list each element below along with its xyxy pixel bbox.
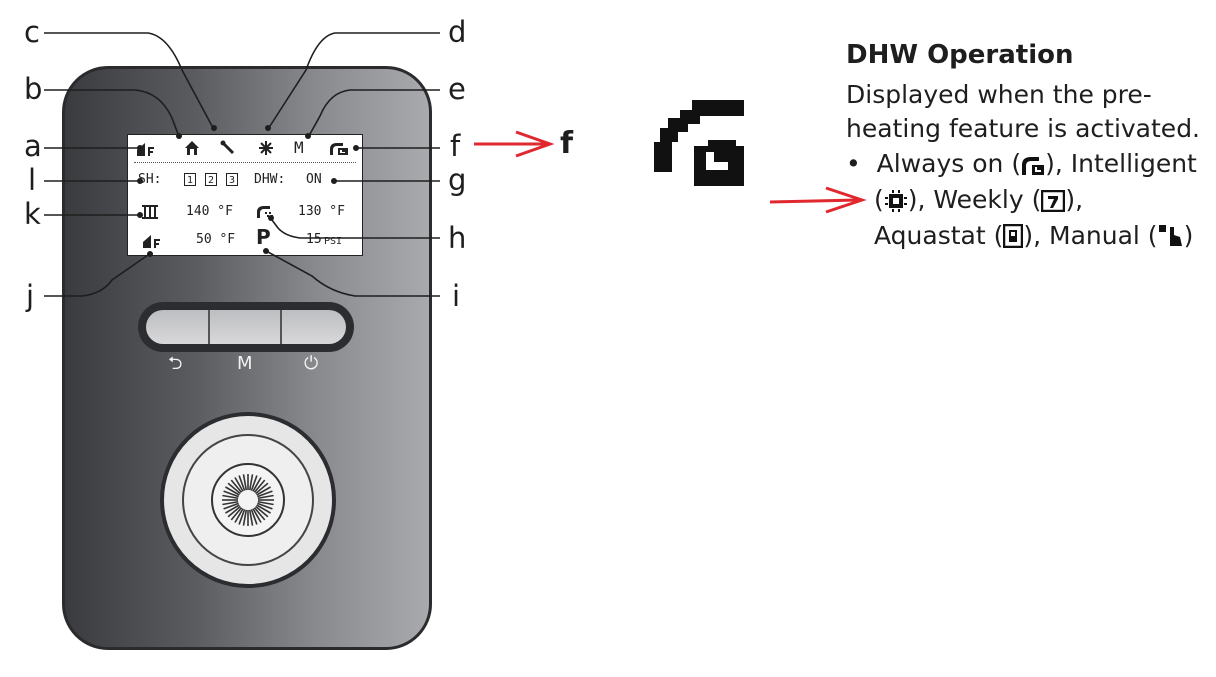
mode-intelligent-label: ), Intelligent — [1045, 149, 1197, 178]
pointer-label-f: f — [560, 126, 574, 161]
lcd-separator — [134, 162, 356, 163]
pressure-value: 15 — [306, 232, 322, 247]
outdoor-sensor-icon-2 — [143, 235, 160, 248]
weekly-calendar-icon — [1041, 190, 1066, 212]
mode-weekly-label: ), Weekly ( — [907, 185, 1042, 214]
menu-button[interactable] — [210, 310, 282, 344]
wrench-icon — [220, 140, 235, 155]
preheat-icon-large — [654, 100, 744, 186]
paren-close: ), — [1065, 185, 1084, 214]
front-button-bar — [138, 302, 354, 352]
preheat-icon — [330, 143, 348, 155]
outdoor-temperature: 50 °F — [196, 232, 236, 247]
mode-aquastat-label: Aquastat ( — [874, 221, 1004, 250]
mode-always-on-label: Always on ( — [876, 149, 1022, 178]
callout-f: f — [450, 129, 461, 163]
dhw-label: DHW: — [254, 172, 286, 187]
section-description: Displayed when the pre- heating feature … — [846, 78, 1200, 146]
aquastat-icon — [1003, 224, 1024, 248]
menu-label: M — [237, 353, 253, 374]
back-icon: ⮌ — [168, 353, 183, 374]
sh-temperature: 140 °F — [186, 204, 233, 219]
zone-2: 2 — [205, 173, 217, 186]
intelligent-chip-icon — [884, 190, 907, 212]
callout-g: g — [448, 163, 467, 197]
mode-list-line-2: ( ), Weekly (), — [846, 182, 1197, 218]
zone-3: 3 — [226, 173, 238, 186]
mode-list: • Always on ( ), Intelligent ( ), Weekly (… — [846, 146, 1197, 254]
zone-1: 1 — [184, 173, 196, 186]
radiator-icon — [142, 205, 158, 219]
dial-center-icon — [211, 463, 285, 537]
pressure-unit: PSI — [324, 236, 343, 247]
power-icon: ⏻ — [304, 353, 319, 374]
pump-letter: P — [256, 225, 271, 249]
house-icon — [185, 141, 199, 155]
lcd-display: M SH: 1 2 3 DHW: ON 140 °F 130 °F 50 °F … — [127, 134, 363, 256]
callout-k: k — [24, 197, 41, 231]
always-on-preheat-icon — [1022, 157, 1045, 175]
paren-open: ( — [874, 185, 884, 214]
back-button[interactable] — [146, 310, 210, 344]
section-title: DHW Operation — [846, 40, 1074, 70]
callout-c: c — [24, 15, 40, 49]
callout-e: e — [448, 72, 466, 106]
mode-list-line-3: Aquastat ( ), Manual () — [846, 218, 1197, 254]
manual-hand-icon — [1158, 225, 1182, 246]
description-line-2: heating feature is activated. — [846, 114, 1201, 143]
mode-letter: M — [294, 138, 304, 157]
callout-d: d — [448, 15, 467, 49]
paren-close-2: ) — [1183, 221, 1194, 250]
callout-h: h — [448, 221, 467, 255]
callout-l: l — [28, 163, 37, 197]
callout-a: a — [24, 129, 42, 163]
callout-b: b — [24, 72, 43, 106]
description-line-1: Displayed when the pre- — [846, 80, 1152, 109]
mode-manual-label: ), Manual ( — [1023, 221, 1158, 250]
callout-i: i — [452, 279, 461, 313]
dhw-state: ON — [306, 172, 322, 187]
mode-list-line-1: • Always on ( ), Intelligent — [846, 146, 1197, 182]
sh-label: SH: — [138, 172, 162, 187]
callout-j: j — [26, 279, 35, 313]
dhw-temperature: 130 °F — [298, 204, 345, 219]
snowflake-icon — [259, 141, 273, 155]
bullet: • — [846, 149, 861, 178]
